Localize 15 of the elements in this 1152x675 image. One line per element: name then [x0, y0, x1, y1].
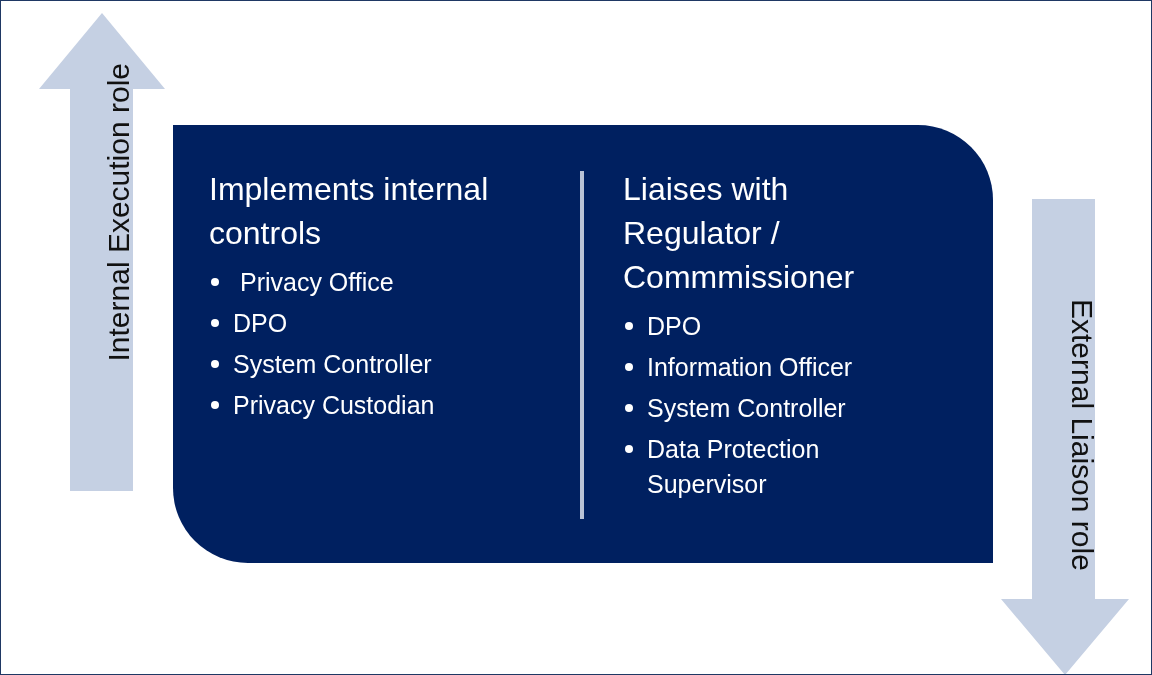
- arrow-shape: [1001, 199, 1129, 674]
- column-heading: Implements internal controls: [209, 170, 490, 253]
- bullet-item: Information Officer: [647, 352, 854, 383]
- bullet-item: DPO: [233, 308, 289, 339]
- bullet-item: Privacy Custodian: [233, 390, 436, 421]
- bullet-item: System Controller: [233, 349, 433, 380]
- bullet-item: Privacy Office: [238, 267, 395, 298]
- bullet-item: System Controller: [647, 393, 847, 424]
- arrow-label: Internal Execution role: [102, 63, 136, 362]
- panel-box: [173, 125, 993, 563]
- bullet-item: Data Protection Supervisor: [647, 434, 821, 500]
- arrow-label: External Liaison role: [1065, 299, 1099, 571]
- column-heading: Liaises with Regulator / Commmissioner: [623, 170, 856, 297]
- arrow-shape: [39, 13, 165, 491]
- bullet-item: DPO: [647, 311, 703, 342]
